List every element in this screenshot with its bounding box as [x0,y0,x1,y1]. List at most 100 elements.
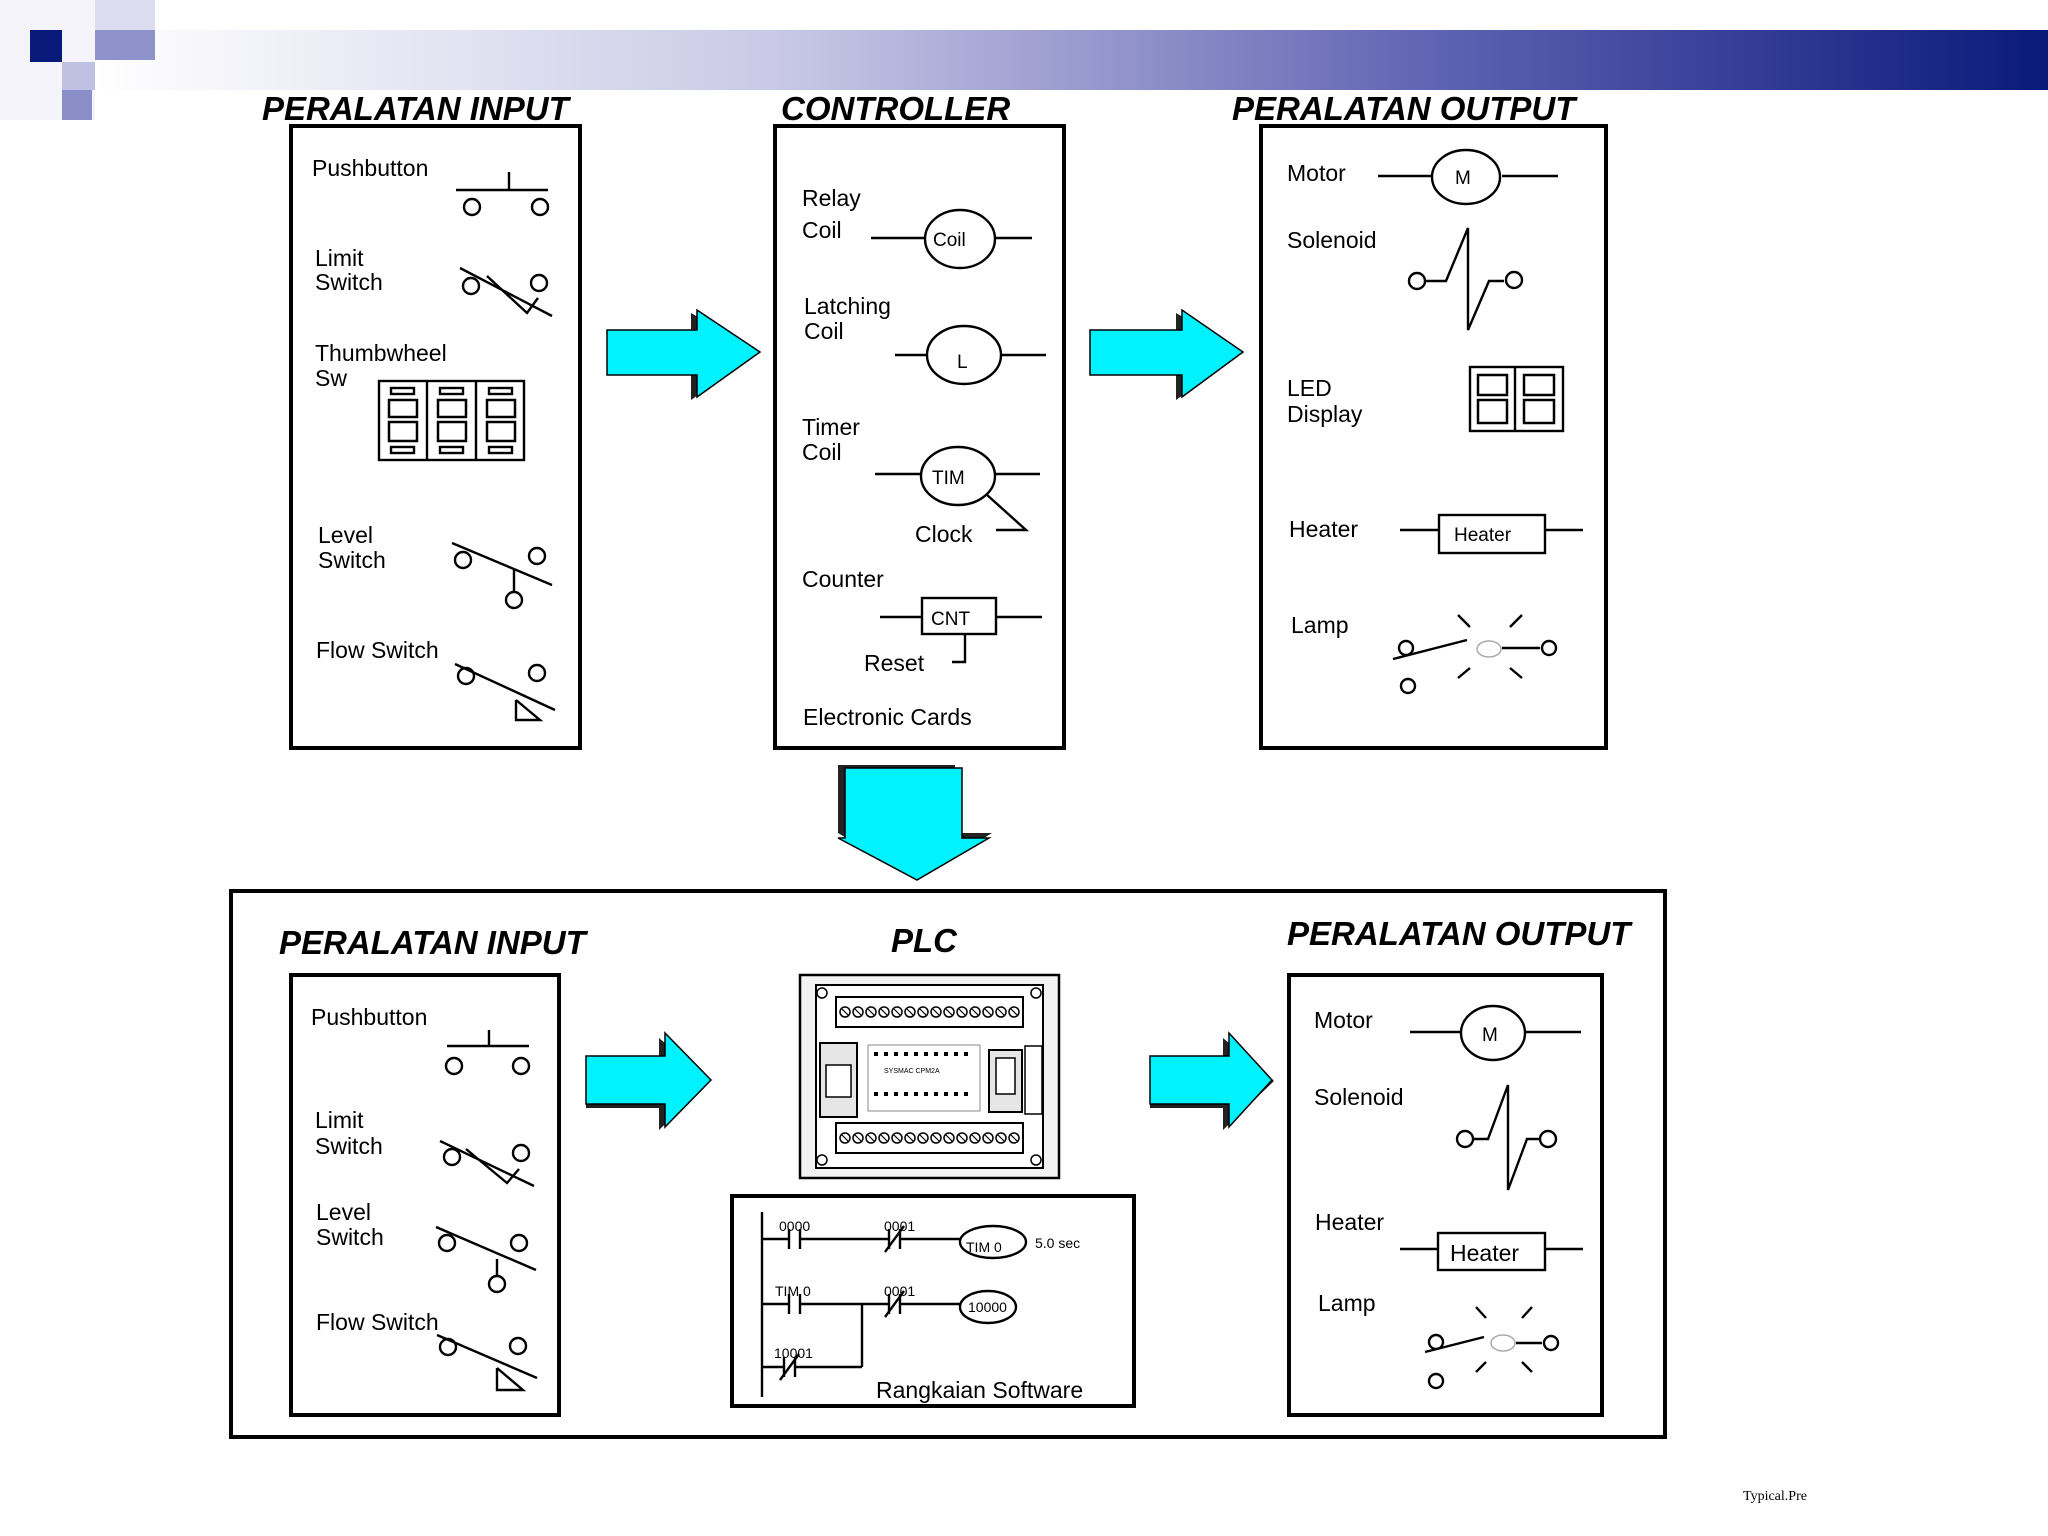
motor-symbol: M [1378,148,1558,206]
top-output-panel: PERALATAN OUTPUT Motor M Solenoid LED Di… [1232,90,1608,750]
label-level-switch: Switch [318,547,386,573]
counter-symbol-text: CNT [931,609,970,630]
plc-terminal-screw-slot [945,1134,953,1142]
plc-terminal-screw-slot [854,1134,862,1142]
ladder-diagram: 0000 0001 TIM 0 5.0 sec TIM 0 0001 10000 [730,1194,1136,1408]
plc-terminal-screw-slot [958,1008,966,1016]
plc-indicator-dot [934,1092,938,1096]
bottom-heater-symbol-text: Heater [1450,1240,1519,1266]
plc-terminal-screw-slot [971,1134,979,1142]
plc-indicator-dot [944,1092,948,1096]
bottom-label-limit-switch: Switch [315,1133,383,1159]
ladder-caption: Rangkaian Software [876,1377,1083,1403]
plc-terminal-screw-slot [906,1008,914,1016]
bottom-output-frame [1287,973,1604,1417]
plc-terminal-screw-slot [1010,1134,1018,1142]
label-limit-switch: Switch [315,269,383,295]
header-square-blue [62,90,92,120]
plc-indicator-dot [964,1052,968,1056]
label-pushbutton: Pushbutton [312,155,428,181]
label-relay-coil: Coil [802,217,842,243]
plc-terminal-screw-slot [997,1134,1005,1142]
label-motor: Motor [1287,160,1346,186]
bottom-label-level-switch: Switch [316,1224,384,1250]
ladder-contact-10001: 10001 [774,1345,813,1361]
ladder-timer-coil: TIM 0 [966,1239,1002,1255]
ladder-contact-0001-b: 0001 [884,1283,915,1299]
latch-symbol-text: L [957,352,968,373]
plc-indicator-dot [904,1052,908,1056]
plc-indicator-dot [954,1052,958,1056]
bottom-lamp-symbol [1424,1306,1560,1390]
arrow-down-to-plc [837,765,992,881]
bottom-label-motor: Motor [1314,1007,1373,1033]
arrow-input-to-controller [606,308,762,400]
arrow-plc-to-bottom-output [1149,1031,1274,1130]
plc-indicator-dot [874,1052,878,1056]
bottom-label-lamp: Lamp [1318,1290,1376,1316]
label-thumbwheel: Thumbwheel [315,340,447,366]
plc-indicator-dot [904,1092,908,1096]
heater-symbol: Heater [1400,513,1583,555]
bottom-limit-switch-symbol [439,1139,535,1188]
plc-indicator-dot [884,1052,888,1056]
label-led: LED [1287,375,1332,401]
top-output-frame [1259,124,1608,750]
bottom-label-limit: Limit [315,1107,364,1133]
pushbutton-symbol [456,172,550,217]
motor-symbol-text: M [1455,168,1471,189]
label-solenoid: Solenoid [1287,227,1377,253]
latching-coil-symbol: L [895,324,1046,386]
header-square-pale [62,62,95,90]
plc-title: PLC [891,922,958,959]
ladder-timer-value: 5.0 sec [1035,1235,1080,1251]
bottom-label-level: Level [316,1199,371,1225]
plc-device-image: SYSMAC CPM2A [798,973,1061,1180]
controller-panel: CONTROLLER Relay Coil Coil Latching Coil… [773,90,1066,750]
plc-terminal-screw-slot [867,1008,875,1016]
plc-terminal-screw-slot [841,1008,849,1016]
bottom-label-heater: Heater [1315,1209,1384,1235]
label-lamp: Lamp [1291,612,1349,638]
label-level: Level [318,522,373,548]
level-switch-symbol [451,541,553,610]
label-timer: Timer [802,414,860,440]
header-square-light [95,0,155,30]
ladder-contact-tim0: TIM 0 [775,1283,811,1299]
counter-symbol: CNT [880,596,1042,664]
arrow-controller-to-output [1089,308,1245,400]
plc-terminal-screw-slot [893,1134,901,1142]
bottom-solenoid-symbol [1455,1084,1558,1191]
ladder-contact-0000: 0000 [779,1218,810,1234]
label-led-display: Display [1287,401,1363,427]
label-limit: Limit [315,245,364,271]
ladder-frame [730,1194,1136,1408]
flow-switch-symbol [454,662,556,722]
plc-indicator-dot [954,1092,958,1096]
bottom-input-panel: PERALATAN INPUT Pushbutton Limit Switch … [279,924,589,1417]
top-input-frame [289,124,582,750]
bottom-label-solenoid: Solenoid [1314,1084,1404,1110]
solenoid-symbol [1407,227,1524,331]
relay-coil-symbol: Coil [871,208,1032,270]
header-gradient-bar [95,30,2048,90]
bottom-heater-symbol: Heater [1400,1231,1583,1272]
limit-switch-symbol [459,266,553,318]
top-output-title: PERALATAN OUTPUT [1232,90,1578,127]
label-flow-switch: Flow Switch [316,637,439,663]
plc-indicator-dot [894,1092,898,1096]
arrow-bottom-input-to-plc [585,1031,713,1130]
heater-symbol-text: Heater [1454,525,1512,546]
bottom-flow-switch-symbol [436,1333,538,1392]
controller-title: CONTROLLER [781,90,1010,127]
bottom-label-pushbutton: Pushbutton [311,1004,427,1030]
plc-indicator-dot [924,1092,928,1096]
ladder-output-coil: 10000 [968,1299,1007,1315]
label-electronic-cards: Electronic Cards [803,704,972,730]
bottom-output-panel: PERALATAN OUTPUT Motor M Solenoid Heater… [1287,915,1633,1417]
label-counter: Counter [802,566,884,592]
controller-frame [773,124,1066,750]
bottom-input-frame [289,973,561,1417]
plc-indicator-dot [964,1092,968,1096]
top-input-title: PERALATAN INPUT [262,90,572,127]
